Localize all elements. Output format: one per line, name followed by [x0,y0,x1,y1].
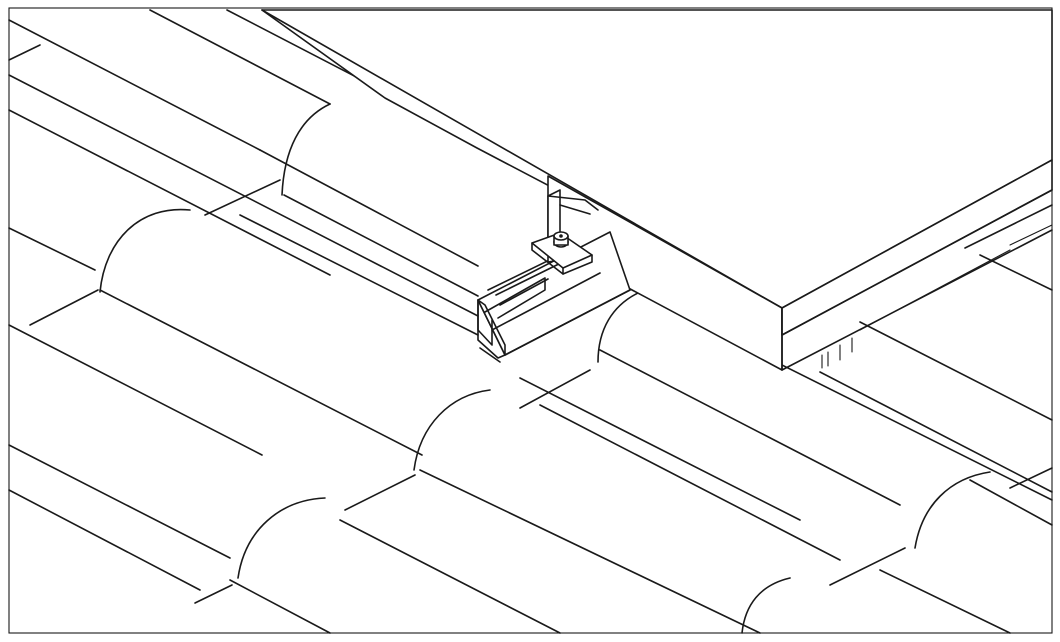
mid-clamp [531,189,599,275]
solar-panel [261,9,1053,371]
tile-seams [8,44,1053,604]
tile-barrel-ends [99,103,991,634]
image-border [8,7,1053,634]
panel-underside-brackets [821,337,853,369]
